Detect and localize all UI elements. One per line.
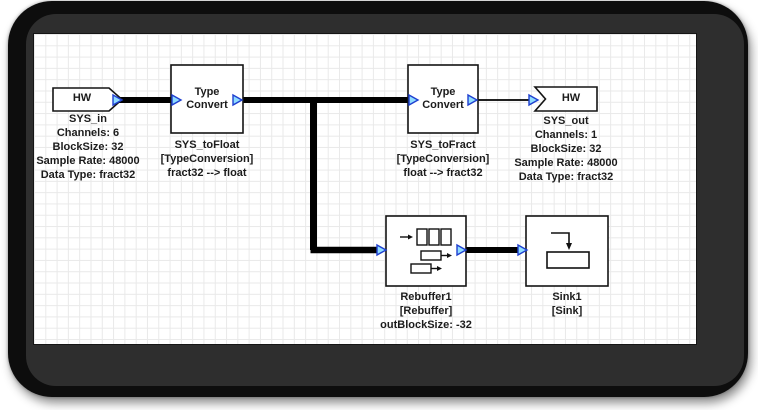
block-detail: outBlockSize: -32 <box>380 319 472 331</box>
block-prop: Sample Rate: 48000 <box>36 155 140 167</box>
block-title-sys-out[interactable]: HW <box>561 92 581 104</box>
label-stack-sink1: Sink1 [Sink] <box>487 290 647 318</box>
block-title-line1: Type <box>194 86 220 98</box>
block-sys-out[interactable] <box>533 86 598 112</box>
block-name: SYS_toFloat <box>174 139 240 151</box>
label-stack-rebuffer1: Rebuffer1 [Rebuffer] outBlockSize: -32 <box>346 290 506 332</box>
block-sys-tofract[interactable] <box>407 64 479 134</box>
block-title-line1: Type <box>430 86 456 98</box>
block-sys-in[interactable] <box>52 87 124 112</box>
block-title-line2: Convert <box>422 99 464 111</box>
port-icon-sysout-in[interactable] <box>528 93 540 107</box>
block-prop: BlockSize: 32 <box>52 141 124 153</box>
label-stack-sys-tofract: SYS_toFract [TypeConversion] float --> f… <box>363 138 523 180</box>
block-name: SYS_toFract <box>410 139 476 151</box>
port-icon-tofract-in[interactable] <box>408 93 420 107</box>
port-icon-tofloat-in[interactable] <box>171 93 183 107</box>
block-title-line2: Convert <box>186 99 228 111</box>
block-type: [TypeConversion] <box>160 153 254 165</box>
rebuffer-icon <box>400 228 452 274</box>
port-icon-tofract-out[interactable] <box>467 93 479 107</box>
block-type: [TypeConversion] <box>396 153 490 165</box>
label-stack-sys-tofloat: SYS_toFloat [TypeConversion] fract32 -->… <box>127 138 287 180</box>
port-icon-rebuffer-in[interactable] <box>376 243 388 257</box>
port-icon-tofloat-out[interactable] <box>232 93 244 107</box>
block-name: SYS_out <box>543 115 589 127</box>
block-type: [Rebuffer] <box>399 305 453 317</box>
block-sys-tofloat[interactable] <box>170 64 244 134</box>
port-icon-sysin-out[interactable] <box>112 93 124 107</box>
block-detail: fract32 --> float <box>167 167 247 179</box>
block-prop: Channels: 1 <box>534 129 598 141</box>
label-stack-sys-in: SYS_in Channels: 6 BlockSize: 32 Sample … <box>8 112 168 182</box>
block-prop: Data Type: fract32 <box>518 171 614 183</box>
block-title-sys-in[interactable]: HW <box>72 92 92 104</box>
block-prop: Sample Rate: 48000 <box>514 157 618 169</box>
block-prop: Data Type: fract32 <box>40 169 136 181</box>
port-icon-sink-in[interactable] <box>517 243 529 257</box>
block-detail: float --> fract32 <box>403 167 483 179</box>
block-name: SYS_in <box>69 113 107 125</box>
sink-icon <box>546 232 590 269</box>
block-prop: Channels: 6 <box>56 127 120 139</box>
block-type: [Sink] <box>551 305 583 317</box>
diagram-canvas[interactable] <box>33 33 697 345</box>
label-stack-sys-out: SYS_out Channels: 1 BlockSize: 32 Sample… <box>486 114 646 184</box>
block-name: Sink1 <box>552 291 582 303</box>
port-icon-rebuffer-out[interactable] <box>456 243 468 257</box>
block-name: Rebuffer1 <box>400 291 452 303</box>
block-prop: BlockSize: 32 <box>530 143 602 155</box>
block-sink1[interactable] <box>525 215 609 287</box>
